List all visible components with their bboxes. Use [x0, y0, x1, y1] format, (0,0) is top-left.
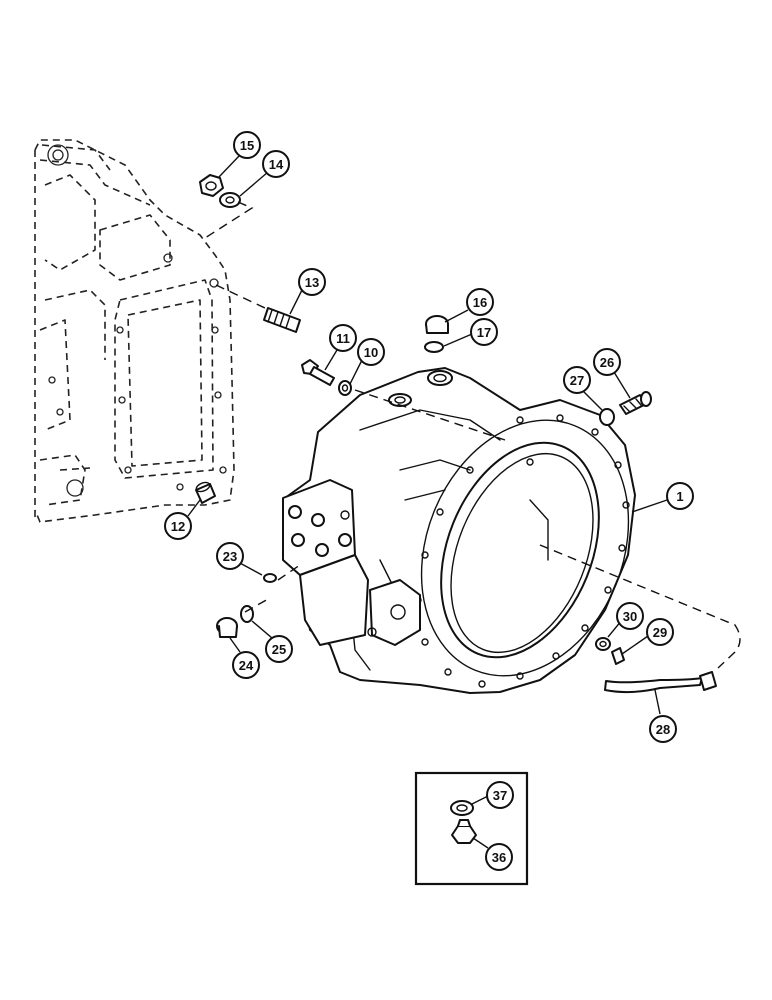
washer-37 — [450, 800, 474, 816]
callout-23-label: 23 — [223, 549, 237, 564]
callout-24-label: 24 — [239, 658, 254, 673]
callout-37-label: 37 — [493, 788, 507, 803]
callout-1: 1 — [666, 482, 694, 510]
plug-24 — [216, 617, 238, 638]
o-ring-27 — [599, 408, 615, 426]
bolt-11 — [301, 359, 335, 386]
alignment-lines — [204, 201, 741, 669]
callout-15-label: 15 — [240, 138, 254, 153]
callout-36-label: 36 — [492, 850, 506, 865]
fitting-26 — [619, 391, 652, 415]
callout-13: 13 — [298, 268, 326, 296]
inset-detail-box — [414, 771, 529, 886]
clutch-housing — [282, 367, 636, 694]
callout-26-label: 26 — [600, 355, 614, 370]
callout-14: 14 — [262, 150, 290, 178]
dowel-12 — [195, 481, 216, 504]
callout-14-label: 14 — [269, 157, 284, 172]
callout-28: 28 — [649, 715, 677, 743]
callout-29-label: 29 — [653, 625, 667, 640]
callout-29: 29 — [646, 618, 674, 646]
pipe-28 — [604, 671, 717, 694]
o-ring-17 — [424, 341, 444, 353]
lock-washer-14 — [219, 192, 241, 208]
callout-17: 17 — [470, 318, 498, 346]
washer-10 — [338, 380, 352, 396]
callout-13-label: 13 — [305, 275, 319, 290]
callout-27: 27 — [563, 366, 591, 394]
plug-23 — [263, 573, 277, 583]
callout-12: 12 — [164, 512, 192, 540]
callout-30-label: 30 — [623, 609, 637, 624]
callout-24: 24 — [232, 651, 260, 679]
plug-16 — [425, 315, 449, 334]
callout-11: 11 — [329, 324, 357, 352]
callout-10-label: 10 — [364, 345, 378, 360]
callout-16-label: 16 — [473, 295, 487, 310]
callout-16: 16 — [466, 288, 494, 316]
callout-36: 36 — [485, 843, 513, 871]
leader-lines — [187, 154, 668, 849]
callout-11-label: 11 — [336, 331, 350, 346]
callout-28-label: 28 — [656, 722, 670, 737]
callout-27-label: 27 — [570, 373, 584, 388]
plug-36 — [451, 819, 477, 844]
callout-30: 30 — [616, 602, 644, 630]
callout-12-label: 12 — [171, 519, 185, 534]
callout-25-label: 25 — [272, 642, 286, 657]
transmission-housing-phantom — [34, 139, 235, 523]
callout-17-label: 17 — [477, 325, 491, 340]
stud-13 — [263, 307, 301, 333]
olive-29 — [611, 647, 625, 665]
nut-30 — [595, 637, 611, 651]
callout-37: 37 — [486, 781, 514, 809]
callout-15: 15 — [233, 131, 261, 159]
nut-15 — [199, 174, 224, 197]
callout-25: 25 — [265, 635, 293, 663]
callout-10: 10 — [357, 338, 385, 366]
callout-23: 23 — [216, 542, 244, 570]
callout-26: 26 — [593, 348, 621, 376]
callout-1-label: 1 — [676, 489, 683, 504]
